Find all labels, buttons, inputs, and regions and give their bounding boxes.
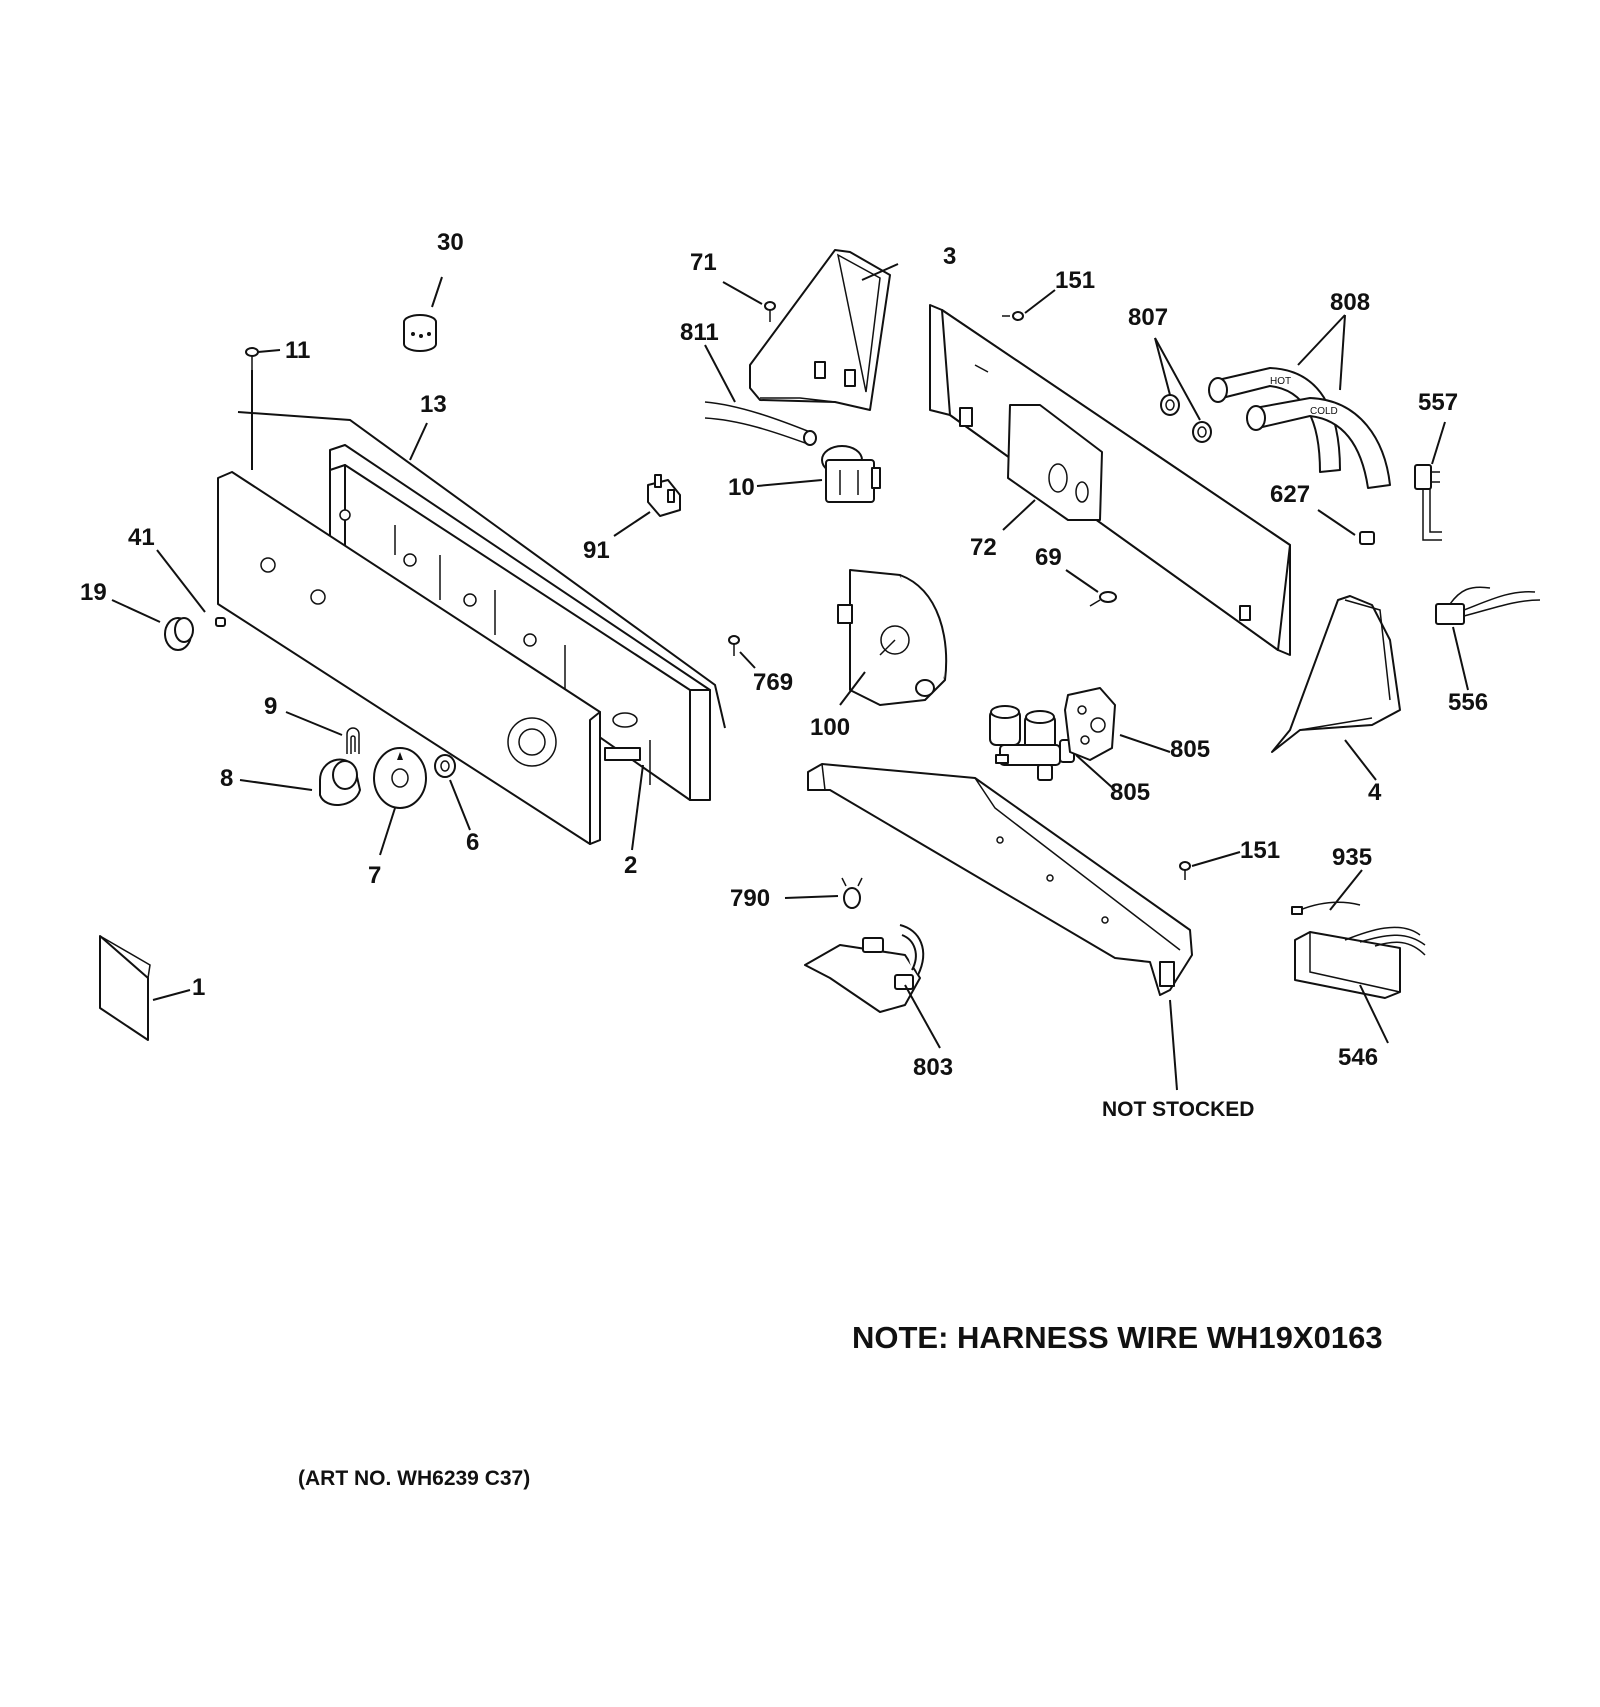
part-627-connector <box>1359 531 1375 545</box>
callout-557: 557 <box>1418 389 1458 416</box>
part-811-hose <box>704 401 817 446</box>
part-151-screw-top <box>1002 311 1024 321</box>
callout-807: 807 <box>1128 304 1168 331</box>
callout-151-top: 151 <box>1055 267 1095 294</box>
part-151-screw-lower <box>1179 861 1191 880</box>
callout-19: 19 <box>80 579 107 606</box>
callout-100: 100 <box>810 714 850 741</box>
part-9-clip <box>346 727 360 754</box>
callout-4: 4 <box>1368 779 1382 806</box>
callout-11: 11 <box>285 337 310 364</box>
part-lower-bracket <box>807 763 1193 996</box>
callout-546: 546 <box>1338 1044 1378 1071</box>
part-1-literature <box>99 935 151 1041</box>
callout-9: 9 <box>264 693 277 720</box>
part-808-fill-hoses: HOT COLD <box>1208 367 1391 489</box>
harness-wire-note: NOTE: HARNESS WIRE WH19X0163 <box>852 1320 1383 1355</box>
part-769-screw <box>728 635 740 656</box>
part-8-timer-knob <box>319 758 361 807</box>
part-7-dial <box>373 747 427 809</box>
part-11-screw <box>245 347 259 370</box>
callout-935: 935 <box>1332 844 1372 871</box>
leader-13-frame <box>237 411 726 729</box>
part-30-filter <box>403 314 437 352</box>
callout-10: 10 <box>728 474 755 501</box>
callout-1: 1 <box>192 974 205 1001</box>
part-4-end-cap-right <box>1271 595 1401 753</box>
callout-13: 13 <box>420 391 447 418</box>
part-803-dispenser <box>804 924 925 1013</box>
callout-805-valve: 805 <box>1110 779 1150 806</box>
part-557-connector <box>1414 464 1442 541</box>
callout-811: 811 <box>680 319 719 346</box>
part-807-washer-a <box>1160 394 1180 416</box>
callout-69: 69 <box>1035 544 1062 571</box>
part-19-knob <box>164 617 194 651</box>
not-stocked-label: NOT STOCKED <box>1102 1098 1254 1121</box>
callout-72: 72 <box>970 534 997 561</box>
part-72-rear-panel <box>929 304 1291 656</box>
hose-hot-label: HOT <box>1270 376 1291 387</box>
part-100-timer <box>837 569 948 706</box>
part-69-screw <box>1089 591 1117 607</box>
callout-151-lower: 151 <box>1240 837 1280 864</box>
callout-803: 803 <box>913 1054 953 1081</box>
part-13-control-bracket <box>329 444 711 801</box>
hose-cold-label: COLD <box>1310 406 1338 417</box>
callout-805-plate: 805 <box>1170 736 1210 763</box>
part-805-mounting-plate <box>1064 687 1116 761</box>
callout-91: 91 <box>583 537 610 564</box>
callout-627: 627 <box>1270 481 1310 508</box>
part-91-switch <box>647 474 681 517</box>
callout-8: 8 <box>220 765 233 792</box>
callout-numbers: 30 11 13 41 19 9 8 7 6 2 1 71 3 811 10 9… <box>80 229 1488 1081</box>
callout-808: 808 <box>1330 289 1370 316</box>
callout-556: 556 <box>1448 689 1488 716</box>
part-790-clamp <box>841 877 863 909</box>
part-556-terminal <box>1435 586 1541 625</box>
callout-41: 41 <box>128 524 155 551</box>
part-10-pressure-switch <box>821 445 881 503</box>
callout-7: 7 <box>368 862 381 889</box>
callout-2: 2 <box>624 852 637 879</box>
art-number: (ART NO. WH6239 C37) <box>298 1467 530 1490</box>
callout-6: 6 <box>466 829 479 856</box>
part-805-water-valve <box>989 705 1075 781</box>
callout-30: 30 <box>437 229 464 256</box>
part-71-screw <box>764 301 776 322</box>
part-935-wire-lead <box>1291 901 1361 915</box>
callout-71: 71 <box>690 249 717 276</box>
callout-3: 3 <box>943 243 956 270</box>
leader-lines <box>111 263 1469 1091</box>
part-2-control-panel <box>217 471 641 845</box>
part-41-spring <box>215 617 226 627</box>
part-3-end-cap-left <box>749 249 891 411</box>
callout-769: 769 <box>753 669 793 696</box>
part-807-washer-b <box>1192 421 1212 443</box>
part-546-harness-block <box>1294 926 1426 999</box>
callout-790: 790 <box>730 885 770 912</box>
part-6-nut <box>434 754 456 778</box>
